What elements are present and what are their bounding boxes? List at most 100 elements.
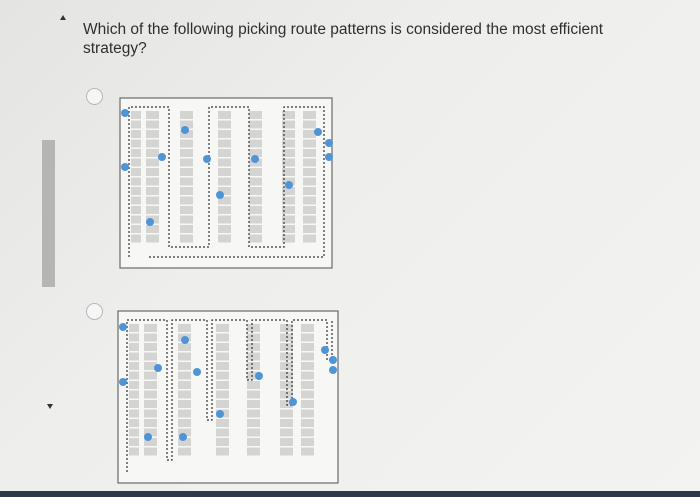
- rack-slot: [129, 409, 139, 418]
- rack-slot: [218, 187, 231, 195]
- rack-slot: [131, 187, 141, 195]
- pick-location-dot: [154, 364, 162, 372]
- rack-slot: [282, 139, 295, 148]
- option-2-radio[interactable]: [86, 303, 103, 320]
- rack-slot: [131, 234, 141, 243]
- rack-slot: [301, 324, 314, 332]
- rack-slot: [303, 149, 316, 157]
- scroll-up-arrow-icon[interactable]: [60, 15, 66, 20]
- rack-slot: [180, 225, 193, 233]
- rack-slot: [216, 390, 229, 399]
- rack-slot: [303, 130, 316, 138]
- scroll-down-arrow-icon[interactable]: [47, 404, 53, 409]
- rack-slot: [280, 428, 293, 437]
- route: [128, 106, 325, 258]
- rack-slot: [218, 215, 231, 224]
- rack-slot: [249, 168, 262, 176]
- rack-slot: [301, 362, 314, 370]
- rack-slot: [249, 225, 262, 233]
- rack-slot: [178, 362, 191, 370]
- rack-slot: [216, 428, 229, 437]
- rack-slot: [144, 447, 157, 456]
- rack-slot: [180, 139, 193, 148]
- rack-slot: [282, 158, 295, 167]
- rack-slot: [178, 381, 191, 389]
- rack-slot: [131, 149, 141, 157]
- racks: [117, 310, 339, 484]
- rack-slot: [249, 149, 262, 157]
- rack-slot: [146, 177, 159, 186]
- rack-slot: [144, 352, 157, 361]
- pick-location-dot: [289, 398, 297, 406]
- rack-slot: [282, 168, 295, 176]
- rack-slot: [282, 149, 295, 157]
- rack-slot: [131, 206, 141, 214]
- rack-slot: [249, 234, 262, 243]
- rack-slot: [146, 234, 159, 243]
- rack-slot: [146, 139, 159, 148]
- rack-slot: [249, 187, 262, 195]
- rack-slot: [247, 409, 260, 418]
- rack-slot: [129, 333, 139, 342]
- rack-slot: [218, 130, 231, 138]
- pick-dots: [119, 323, 337, 441]
- rack-slot: [249, 111, 262, 119]
- rack-slot: [178, 428, 191, 437]
- rack-slot: [218, 225, 231, 233]
- rack-slot: [144, 409, 157, 418]
- rack-slot: [144, 419, 157, 427]
- rack-slot: [249, 130, 262, 138]
- rack-slot: [216, 333, 229, 342]
- pick-location-dot: [216, 191, 224, 199]
- rack-slot: [180, 196, 193, 205]
- route-line: [126, 319, 333, 472]
- rack-slot: [129, 343, 139, 351]
- rack-slot: [180, 149, 193, 157]
- rack-slot: [247, 371, 260, 380]
- rack-slot: [131, 225, 141, 233]
- rack-slot: [144, 400, 157, 408]
- rack-slot: [218, 111, 231, 119]
- rack-slot: [218, 168, 231, 176]
- pick-location-dot: [216, 410, 224, 418]
- rack-slot: [280, 447, 293, 456]
- rack-slot: [280, 419, 293, 427]
- rack-slot: [144, 343, 157, 351]
- rack-slot: [216, 381, 229, 389]
- rack-slot: [144, 324, 157, 332]
- rack-slot: [303, 187, 316, 195]
- rack-slot: [131, 158, 141, 167]
- rack-slot: [247, 362, 260, 370]
- rack-slot: [216, 419, 229, 427]
- scrollbar-thumb[interactable]: [42, 140, 55, 287]
- rack-slot: [131, 120, 141, 129]
- rack-slot: [218, 139, 231, 148]
- rack-slot: [131, 168, 141, 176]
- rack-slot: [146, 206, 159, 214]
- option-1-radio[interactable]: [86, 88, 103, 105]
- rack-slot: [301, 409, 314, 418]
- rack-slot: [146, 120, 159, 129]
- rack-slot: [180, 177, 193, 186]
- rack-slot: [180, 215, 193, 224]
- rack-slot: [216, 447, 229, 456]
- rack-slot: [178, 352, 191, 361]
- rack-slot: [247, 428, 260, 437]
- rack-slot: [280, 409, 293, 418]
- pick-dots: [121, 109, 333, 226]
- rack-slot: [129, 419, 139, 427]
- bottom-strip: [0, 491, 700, 497]
- rack-slot: [247, 400, 260, 408]
- rack-slot: [301, 343, 314, 351]
- rack-slot: [144, 390, 157, 399]
- rack-slot: [216, 400, 229, 408]
- rack-slot: [180, 206, 193, 214]
- rack-slot: [180, 168, 193, 176]
- rack-slot: [282, 225, 295, 233]
- rack-slot: [282, 187, 295, 195]
- rack-slot: [247, 352, 260, 361]
- rack-slot: [218, 120, 231, 129]
- rack-slot: [146, 168, 159, 176]
- rack-slot: [146, 187, 159, 195]
- rack-slot: [280, 390, 293, 399]
